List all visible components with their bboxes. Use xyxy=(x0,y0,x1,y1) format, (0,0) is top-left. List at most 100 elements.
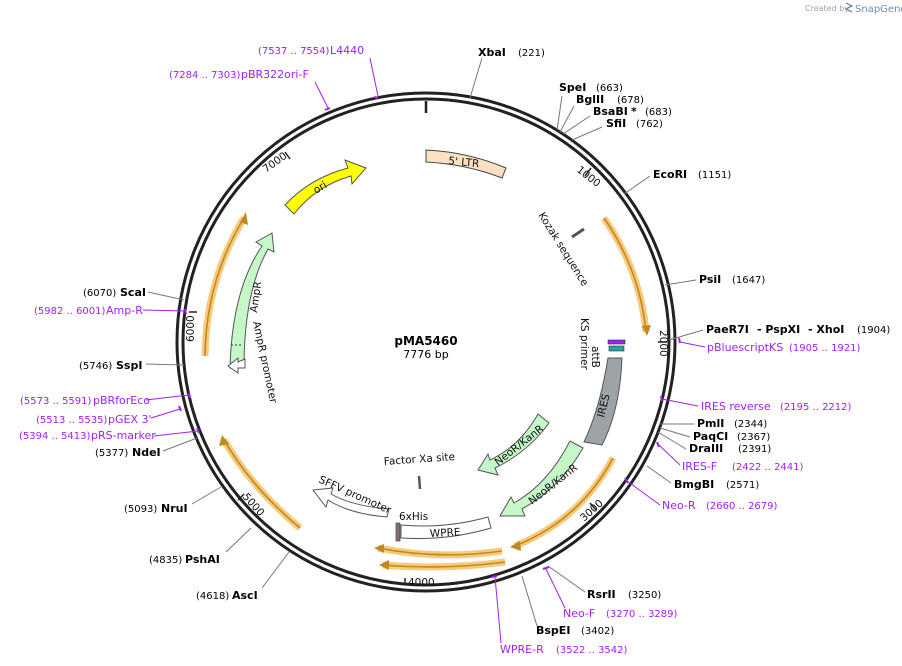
svg-text:(5746): (5746) xyxy=(79,361,112,372)
site-paer7i[interactable]: PaeR7I - PspXI - XhoI (1904) xyxy=(668,323,890,341)
primer-neo-f[interactable]: Neo-F (3270 .. 3289) xyxy=(542,566,678,620)
site-paqci[interactable]: PaqCI (2367) xyxy=(659,427,770,443)
6xhis-label: 6xHis xyxy=(399,511,428,523)
svg-text:(5573 .. 5591): (5573 .. 5591) xyxy=(20,396,92,407)
site-scai[interactable]: (6070) ScaI xyxy=(83,286,185,301)
svg-text:(4835): (4835) xyxy=(149,555,182,566)
factor-xa-marker xyxy=(417,475,422,490)
ires-label: IRES xyxy=(595,393,612,419)
6xhis-mark xyxy=(395,522,401,542)
svg-text:BmgBI: BmgBI xyxy=(674,478,714,491)
svg-text:*: * xyxy=(631,105,637,118)
tick-1000: 1000 xyxy=(574,164,602,190)
svg-text:(5377): (5377) xyxy=(95,448,128,459)
attb-label: attB xyxy=(589,346,601,368)
backbone-outer xyxy=(175,91,677,593)
site-nrui[interactable]: (5093) NruI xyxy=(124,486,222,515)
svg-text:L4440: L4440 xyxy=(330,44,364,57)
svg-text:(7284 .. 7303): (7284 .. 7303) xyxy=(169,70,241,81)
svg-text:pBluescriptKS: pBluescriptKS xyxy=(707,341,783,354)
primer-pbrforeco[interactable]: (5573 .. 5591) pBRforEco xyxy=(20,392,191,407)
svg-text:PsiI: PsiI xyxy=(699,273,721,286)
kozak-label: Kozak sequence xyxy=(535,210,590,288)
site-pshai[interactable]: (4835) PshAI xyxy=(149,527,252,566)
primer-wpre-r[interactable]: WPRE-R (3522 .. 3542) xyxy=(491,575,628,656)
svg-text:pBRforEco: pBRforEco xyxy=(93,394,150,407)
primer-pbr322ori-f[interactable]: (7284 .. 7303) pBR322ori-F xyxy=(169,68,331,111)
svg-text:1000: 1000 xyxy=(574,164,602,190)
ks-primer-label: KS primer xyxy=(578,318,590,370)
svg-text:Amp-R: Amp-R xyxy=(106,304,143,317)
svg-text:Neo-R: Neo-R xyxy=(662,499,696,512)
ampr-label: AmpR xyxy=(248,281,264,314)
orf-arcs xyxy=(201,212,651,571)
plasmid-name: pMA5460 xyxy=(394,334,457,348)
svg-text:(5093): (5093) xyxy=(124,504,157,515)
svg-text:6000: 6000 xyxy=(185,315,197,342)
site-bspei[interactable]: BspEI (3402) xyxy=(521,575,614,637)
svg-text:- XhoI: - XhoI xyxy=(808,323,844,336)
svg-text:NdeI: NdeI xyxy=(132,446,161,459)
svg-text:IRES reverse: IRES reverse xyxy=(701,400,771,413)
ltr-label: 5' LTR xyxy=(448,155,480,170)
site-bglii[interactable]: BglII (678) xyxy=(559,93,644,133)
primer-ires-f[interactable]: IRES-F (2422 .. 2441) xyxy=(656,441,804,473)
neor-inner-label: NeoR/KanR xyxy=(492,423,546,469)
svg-text:PshAI: PshAI xyxy=(185,553,220,566)
svg-text:SspI: SspI xyxy=(116,359,142,372)
primer-pbluescriptks[interactable]: pBluescriptKS (1905 .. 1921) xyxy=(678,337,861,354)
site-psii[interactable]: PsiI (1647) xyxy=(664,273,765,286)
primer-prs-marker[interactable]: (5394 .. 5413) pRS-marker xyxy=(19,427,200,442)
svg-text:BsaBI: BsaBI xyxy=(593,105,628,118)
primer-ires-reverse[interactable]: IRES reverse (2195 .. 2212) xyxy=(660,395,852,413)
svg-text:(3250): (3250) xyxy=(628,590,661,601)
svg-text:(2422 .. 2441): (2422 .. 2441) xyxy=(732,462,804,473)
svg-text:PmlI: PmlI xyxy=(697,417,724,430)
site-sfii[interactable]: SfiI (762) xyxy=(571,117,663,141)
svg-text:(663): (663) xyxy=(596,83,623,94)
plasmid-size: 7776 bp xyxy=(403,348,448,361)
svg-text:Neo-F: Neo-F xyxy=(563,607,595,620)
attb-mark xyxy=(608,345,625,352)
site-asci[interactable]: (4618) AscI xyxy=(196,551,290,602)
site-bmgbi[interactable]: BmgBI (2571) xyxy=(646,465,759,491)
svg-text:(1905 .. 1921): (1905 .. 1921) xyxy=(789,343,861,354)
site-ecori[interactable]: EcoRI (1151) xyxy=(623,168,731,195)
svg-text:(5394 .. 5413): (5394 .. 5413) xyxy=(19,431,91,442)
svg-text:pGEX 3': pGEX 3' xyxy=(108,413,152,426)
snapgene-brand: SnapGene xyxy=(855,4,902,15)
wpre-label: WPRE xyxy=(430,526,461,540)
svg-text:4000: 4000 xyxy=(408,577,435,589)
svg-text:NruI: NruI xyxy=(161,502,188,515)
primer-l4440[interactable]: (7537 .. 7554) L4440 xyxy=(258,44,379,99)
primer-amp-r[interactable]: (5982 .. 6001) Amp-R xyxy=(34,304,187,317)
site-draiii[interactable]: DraIII (2391) xyxy=(657,431,771,455)
svg-text:BspEI: BspEI xyxy=(536,624,570,637)
site-rsrii[interactable]: RsrII (3250) xyxy=(547,565,661,601)
site-xbai[interactable]: XbaI (221) xyxy=(469,46,545,99)
primer-neo-r[interactable]: Neo-R (2660 .. 2679) xyxy=(624,477,778,512)
ampr-promoter-label: AmpR promoter xyxy=(250,320,279,405)
svg-text:- PspXI: - PspXI xyxy=(757,323,800,336)
sffv-promoter-feature xyxy=(312,487,390,518)
site-sspi[interactable]: (5746) SspI xyxy=(79,359,185,372)
svg-text:PaeR7I: PaeR7I xyxy=(706,323,749,336)
site-spei[interactable]: SpeI (663) xyxy=(556,81,623,131)
svg-text:(1647): (1647) xyxy=(732,275,765,286)
svg-text:(221): (221) xyxy=(518,48,545,59)
primer-pgex3[interactable]: (5513 .. 5535) pGEX 3' xyxy=(36,405,182,426)
svg-text:(2660 .. 2679): (2660 .. 2679) xyxy=(706,501,778,512)
svg-text:pRS-marker: pRS-marker xyxy=(91,429,156,442)
svg-text:XbaI: XbaI xyxy=(478,46,506,59)
svg-text:(678): (678) xyxy=(617,95,644,106)
svg-text:RsrII: RsrII xyxy=(587,588,616,601)
svg-text:(1904): (1904) xyxy=(857,325,890,336)
site-bsabi[interactable]: BsaBI * (683) xyxy=(562,105,672,135)
svg-text:(5982 .. 6001): (5982 .. 6001) xyxy=(34,306,106,317)
ampr-promoter-arrow-icon xyxy=(227,356,246,374)
site-pmli[interactable]: PmlI (2344) xyxy=(660,417,767,430)
svg-text:SpeI: SpeI xyxy=(559,81,586,94)
site-ndei[interactable]: (5377) NdeI xyxy=(95,437,198,459)
neor-inner-feature xyxy=(477,413,550,476)
